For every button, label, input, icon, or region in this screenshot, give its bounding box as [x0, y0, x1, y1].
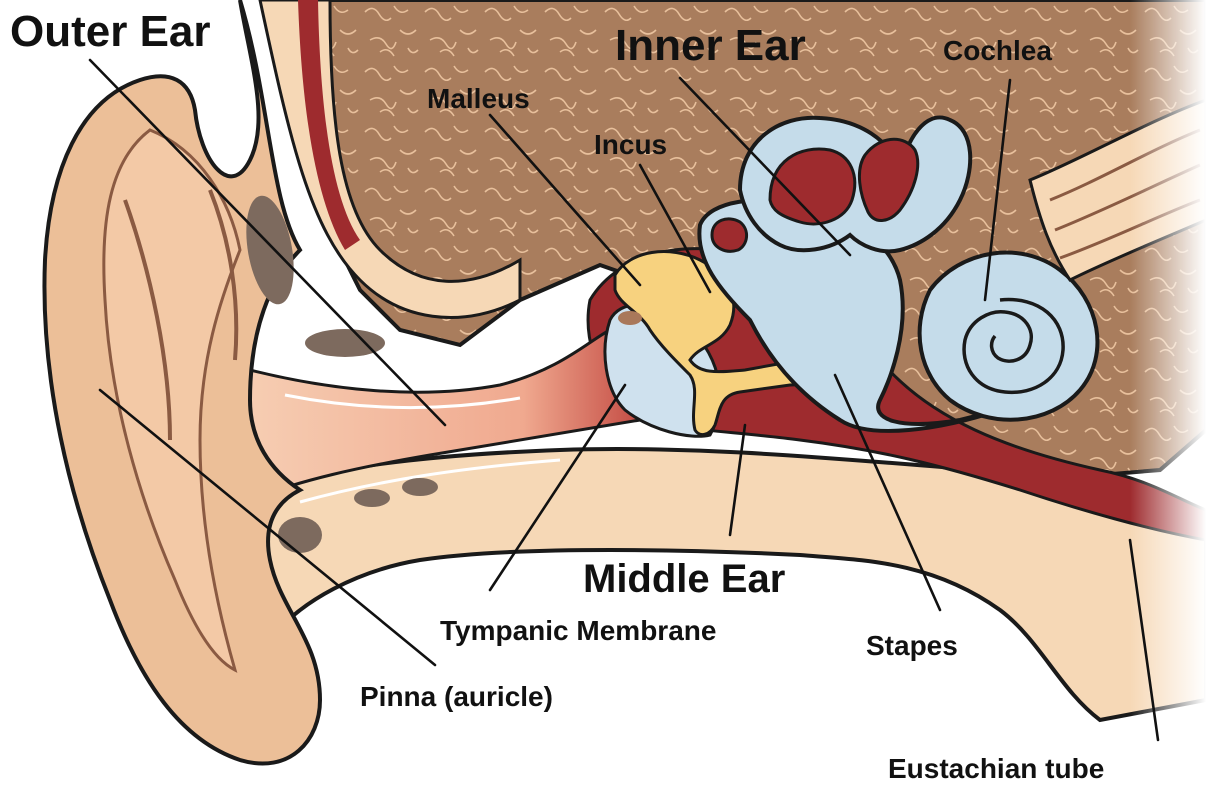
label-middle-ear: Middle Ear: [583, 557, 785, 601]
label-inner-ear: Inner Ear: [615, 21, 806, 70]
label-eustachian-tube: Eustachian tube: [888, 753, 1104, 784]
label-incus: Incus: [594, 129, 667, 160]
label-cochlea: Cochlea: [943, 35, 1052, 66]
label-pinna: Pinna (auricle): [360, 681, 553, 712]
label-outer-ear: Outer Ear: [10, 7, 211, 56]
label-stapes: Stapes: [866, 630, 958, 661]
label-malleus: Malleus: [427, 83, 530, 114]
label-tympanic-membrane: Tympanic Membrane: [440, 615, 716, 646]
